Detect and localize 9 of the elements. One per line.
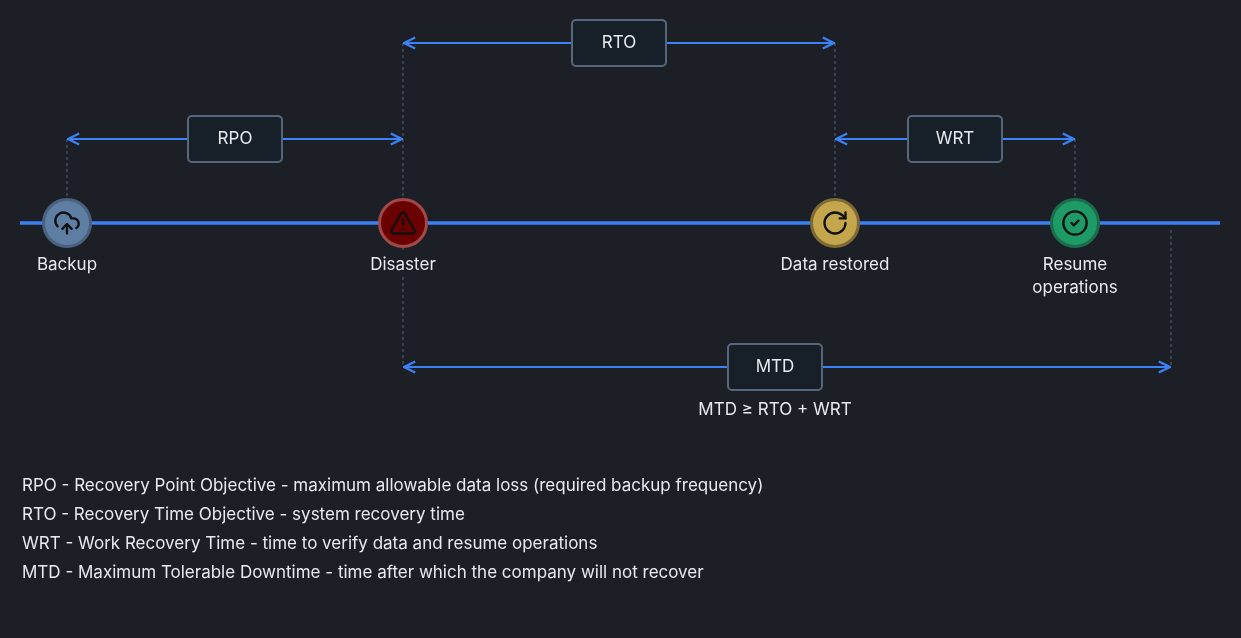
- definition-text: RTO - Recovery Time Objective - system recovery time: [22, 503, 466, 526]
- metric-box: RPO: [187, 115, 283, 163]
- metric-box: RTO: [571, 19, 667, 67]
- metric-box: WRT: [907, 115, 1003, 163]
- definition-text: WRT - Work Recovery Time - time to verify data and resume operations: [22, 532, 599, 555]
- formula-text: MTD ≥ RTO + WRT: [697, 398, 853, 420]
- definition-text: MTD - Maximum Tolerable Downtime - time after which the company will not recover: [22, 561, 705, 584]
- metric-box: MTD: [727, 343, 823, 391]
- definition-text: RPO - Recovery Point Objective - maximum allowable data loss (required backup frequency): [22, 474, 764, 497]
